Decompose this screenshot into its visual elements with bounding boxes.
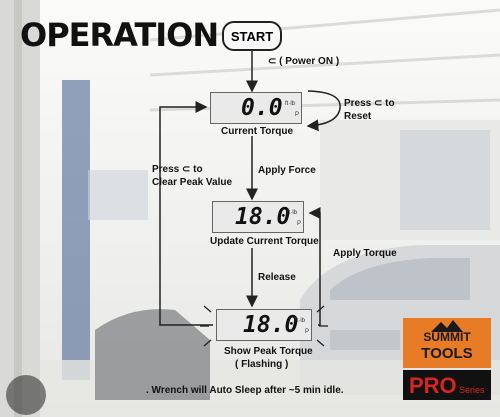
mountain-icon [431,320,463,332]
auto-sleep-footnote: . Wrench will Auto Sleep after ~5 min id… [146,385,344,396]
flashing-rays-icon [200,305,328,347]
press-reset-label-1: Press ⊂ to [344,98,395,109]
press-clear-label-2: Clear Peak Value [152,177,233,188]
press-reset-label-2: Reset [344,111,372,122]
display-unit: ft·lb [295,318,306,324]
pro-series-badge: PRO Series [403,370,491,400]
display-peak-torque: 18.0 ft·lb P [216,309,312,341]
display-peak-indicator: P [295,112,300,118]
arrow-clear-peak [159,101,213,326]
arrow-reset-loop [306,90,341,132]
display-unit: ft·lb [287,210,298,216]
show-peak-label-1: Show Peak Torque [224,346,313,357]
logo-line-1: SUMMIT [423,330,471,344]
show-peak-label-2: ( Flashing ) [235,359,289,370]
series-text: Series [459,385,485,395]
pro-text: PRO [409,373,457,398]
display-current-torque: 0.0 ft·lb P [210,92,302,124]
logo-line-2: TOOLS [421,345,473,362]
start-box: START [222,21,282,51]
display-peak-indicator: P [297,221,302,227]
current-torque-label: Current Torque [221,126,294,137]
apply-force-label: Apply Force [258,165,316,176]
display-update-torque: 18.0 ft·lb P [212,201,304,233]
summit-tools-logo: SUMMIT TOOLS [403,318,491,368]
update-current-torque-label: Update Current Torque [210,236,319,247]
display-unit: ft·lb [285,101,296,107]
page-title: OPERATION [20,16,219,54]
display-peak-indicator: P [305,329,310,335]
power-on-label: ⊂ ( Power ON ) [268,56,340,67]
display-value: 18.0 [243,312,299,338]
press-clear-label-1: Press ⊂ to [152,164,203,175]
release-label: Release [258,272,296,283]
arrow-apply-torque [308,207,321,326]
apply-torque-label: Apply Torque [333,248,397,259]
display-value: 18.0 [235,204,291,230]
display-value: 0.0 [241,95,283,121]
